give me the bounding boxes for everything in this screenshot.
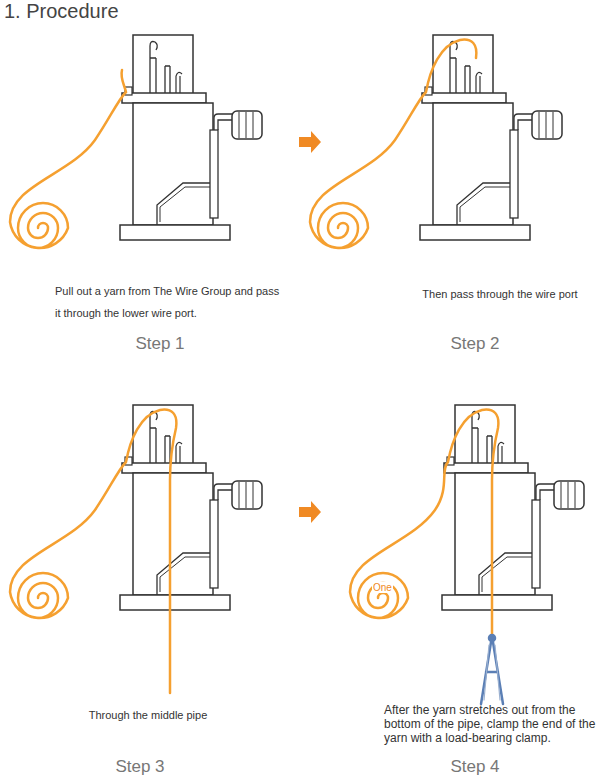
step-label: Step 3 [80,757,200,777]
step-caption: After the yarn stretches out from the bo… [384,703,598,745]
step-caption: Pull out a yarn from The Wire Group and … [55,280,285,324]
yarn-label: One [372,582,393,593]
step-label: Step 4 [415,757,535,777]
step-caption: Through the middle pipe [40,704,256,726]
step-label: Step 2 [415,334,535,354]
step-caption: Then pass through the wire port [405,283,595,305]
page-title: 1. Procedure [4,0,119,23]
step-label: Step 1 [100,334,220,354]
